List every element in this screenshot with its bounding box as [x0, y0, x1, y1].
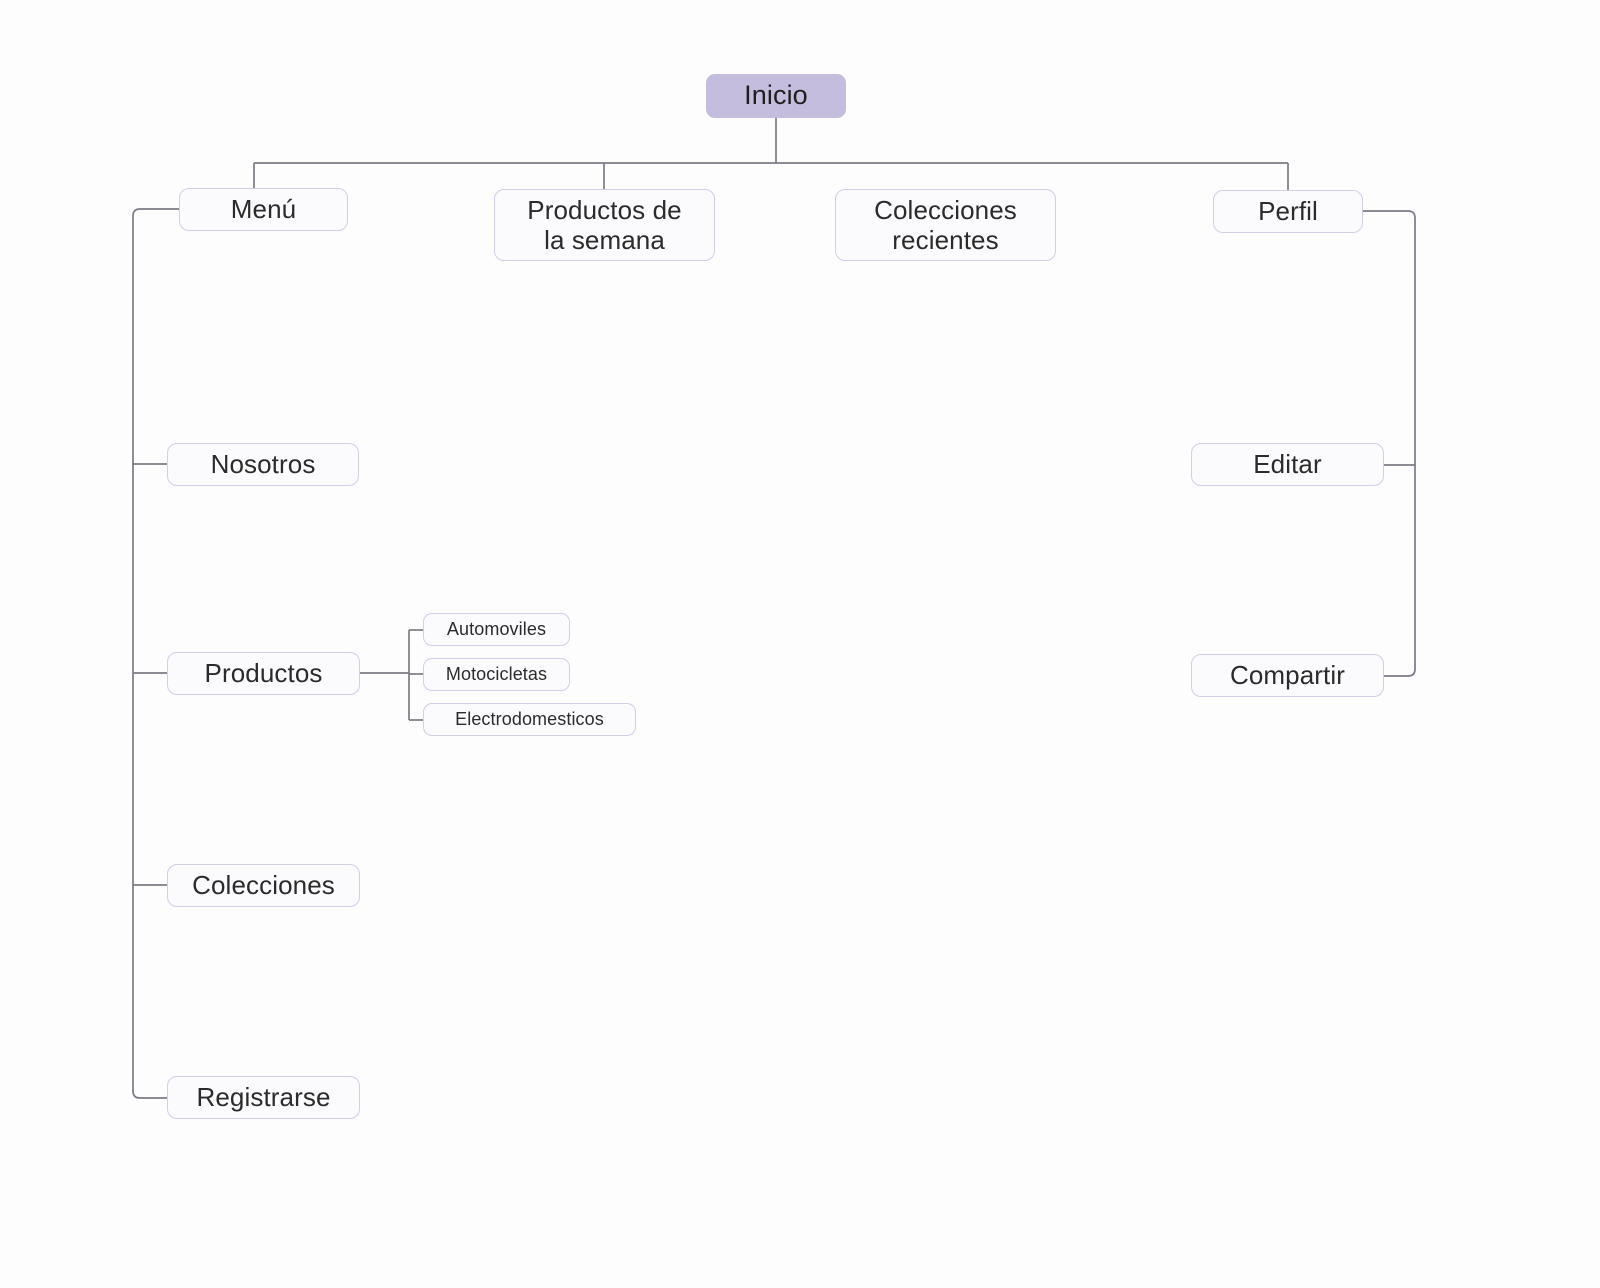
- node-nosotros[interactable]: Nosotros: [167, 443, 359, 486]
- node-electrodomesticos[interactable]: Electrodomesticos: [423, 703, 636, 736]
- node-registrarse[interactable]: Registrarse: [167, 1076, 360, 1119]
- node-perfil[interactable]: Perfil: [1213, 190, 1363, 233]
- node-productos[interactable]: Productos: [167, 652, 360, 695]
- node-colecciones-recientes[interactable]: Colecciones recientes: [835, 189, 1056, 261]
- node-productos-de-la-semana[interactable]: Productos de la semana: [494, 189, 715, 261]
- node-editar[interactable]: Editar: [1191, 443, 1384, 486]
- node-colecciones[interactable]: Colecciones: [167, 864, 360, 907]
- node-motocicletas[interactable]: Motocicletas: [423, 658, 570, 691]
- node-compartir[interactable]: Compartir: [1191, 654, 1384, 697]
- node-automoviles[interactable]: Automoviles: [423, 613, 570, 646]
- node-inicio[interactable]: Inicio: [706, 74, 846, 118]
- node-menu[interactable]: Menú: [179, 188, 348, 231]
